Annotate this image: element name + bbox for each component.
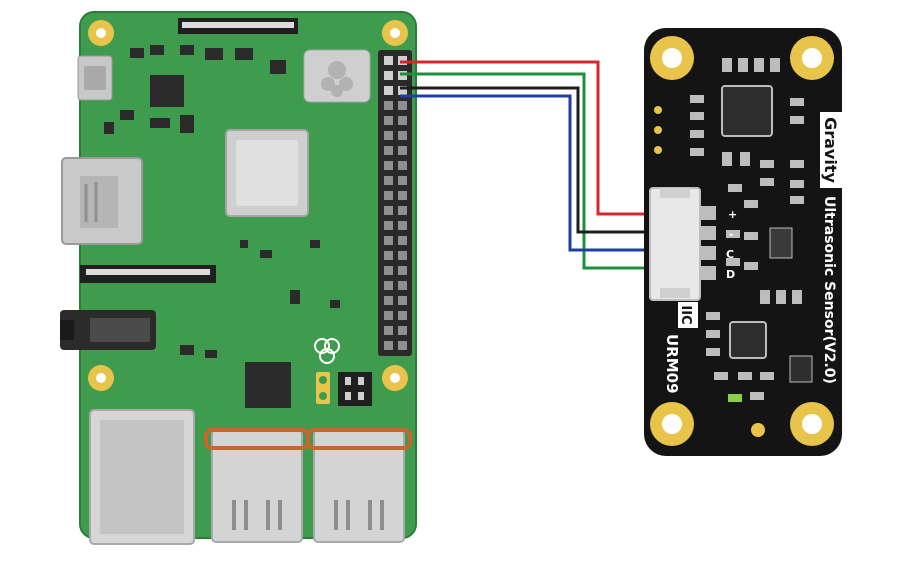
ethernet-port [89,409,195,545]
soc-chip [225,129,309,217]
gpio-pin [384,146,393,155]
ultrasonic-sensor-module: + - C D Gravity Ultrasonic Sensor(V2.0) … [644,28,842,456]
pin-label: - [729,228,734,241]
wire-data [400,72,680,270]
gpio-pin [398,251,407,260]
pin-label: + [728,208,737,221]
mounting-hole-icon [790,36,834,80]
gpio-pin [398,341,407,350]
wire-ground [400,86,680,234]
pin-label: D [726,268,735,281]
gpio-pin [384,296,393,305]
gpio-pin [398,146,407,155]
raspberry-pi-board [60,11,417,545]
gpio-pin [398,221,407,230]
wire-power [400,60,680,216]
hdmi-port [61,157,143,245]
raspberry-silk-logo-icon [314,338,340,364]
audio-jack [60,310,156,350]
gpio-pin [384,86,393,95]
raspberry-logo-icon [303,49,371,103]
gpio-pin [398,161,407,170]
camera-connector [80,265,216,283]
gpio-pin [384,101,393,110]
gpio-pin [384,116,393,125]
gpio-pin [384,341,393,350]
usb-port [204,428,310,543]
gpio-pin [398,266,407,275]
bus-label: IIC [678,305,693,324]
gpio-pin [384,326,393,335]
mounting-hole-icon [650,402,694,446]
gpio-pin [398,101,407,110]
gpio-pin [384,251,393,260]
pin-label: C [726,248,734,261]
gpio-pin [384,311,393,320]
gpio-pin [384,206,393,215]
gpio-pin [384,161,393,170]
gpio-pin [398,281,407,290]
bus-badge: IIC [678,302,698,328]
gpio-pin [398,311,407,320]
gravity-brand-badge: Gravity [820,112,842,188]
gpio-pin [384,131,393,140]
wire-clock [400,94,680,252]
gpio-pin [398,86,407,95]
sensor-connector [649,187,716,301]
status-led-icon [728,394,742,402]
wiring [400,60,680,270]
mounting-hole-icon [790,402,834,446]
gpio-pin [384,236,393,245]
mounting-hole-icon [88,20,114,46]
sensor-model-name: Ultrasonic Sensor(V2.0) [821,196,837,384]
gpio-pin [398,206,407,215]
mounting-hole-icon [382,365,408,391]
gpio-pin [384,281,393,290]
gpio-pin [384,56,393,65]
gpio-pin [398,326,407,335]
gpio-pin [398,191,407,200]
mounting-hole-icon [650,36,694,80]
gpio-pin [384,221,393,230]
gpio-pin [384,71,393,80]
display-connector [178,18,298,34]
gpio-pin [398,296,407,305]
gpio-pin [384,266,393,275]
part-number: URM09 [663,334,681,394]
gpio-pin [384,176,393,185]
gpio-pin [398,176,407,185]
brand-name: Gravity [821,117,840,183]
mounting-hole-icon [382,20,408,46]
gpio-pin [384,191,393,200]
mounting-hole-icon [88,365,114,391]
usb-port [306,428,412,543]
gpio-pin [398,116,407,125]
micro-usb-port [77,55,113,101]
gpio-pin [398,236,407,245]
gpio-pin [398,131,407,140]
